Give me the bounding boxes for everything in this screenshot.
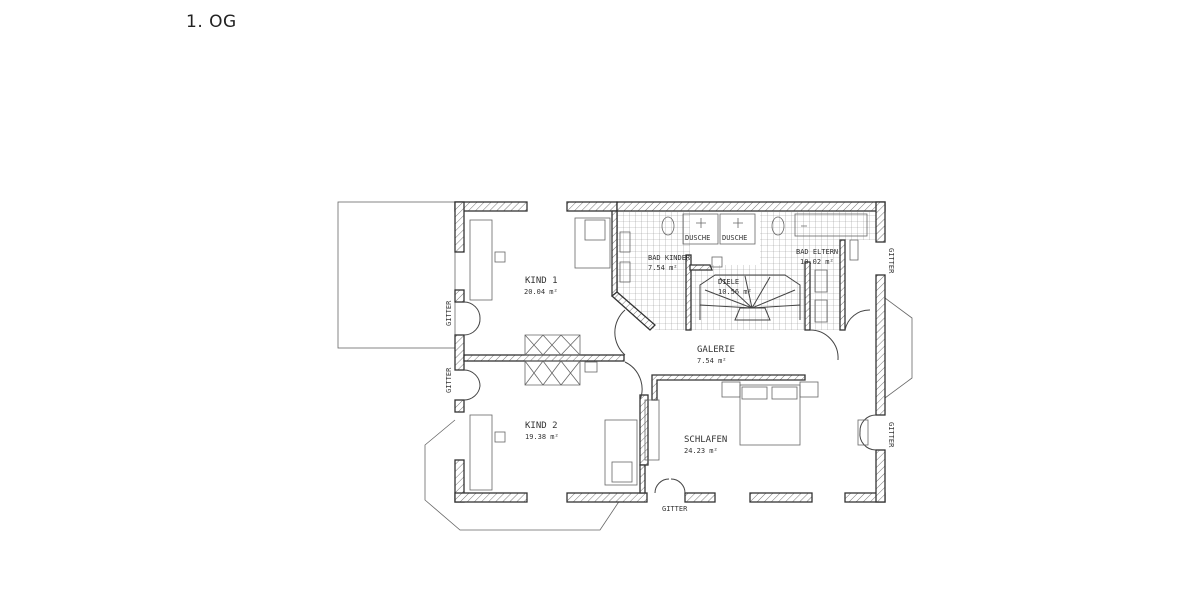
room-diele: DIELE 10.56 m² <box>718 278 752 296</box>
gitter-label: GITTER <box>662 505 688 513</box>
room-area: 24.23 m² <box>684 447 718 455</box>
room-name: BAD KINDER <box>648 254 691 262</box>
tile-floor-bad-kinder <box>617 212 690 330</box>
staircase <box>699 274 801 321</box>
floor-title: 1. OG <box>186 12 237 32</box>
room-kind2: KIND 2 19.38 m² <box>525 421 559 441</box>
room-area: 20.04 m² <box>524 288 558 296</box>
dusche-label: DUSCHE <box>722 234 747 242</box>
room-name: SCHLAFEN <box>684 435 727 445</box>
doors <box>463 301 877 494</box>
room-area: 10.56 m² <box>718 288 752 296</box>
room-bad-kinder: BAD KINDER 7.54 m² <box>648 254 691 272</box>
gitter-label: GITTER <box>445 367 453 393</box>
gitter-label: GITTER <box>445 300 453 326</box>
room-area: 19.38 m² <box>525 433 559 441</box>
room-name: GALERIE <box>697 345 735 355</box>
room-kind1: KIND 1 20.04 m² <box>524 276 558 296</box>
balcony-outline <box>337 201 456 349</box>
inner-walls <box>463 210 846 494</box>
room-schlafen: SCHLAFEN 24.23 m² <box>684 435 727 455</box>
room-bad-eltern: BAD ELTERN 10.02 m² <box>796 248 838 266</box>
room-area: 10.02 m² <box>800 258 834 266</box>
room-name: DIELE <box>718 278 739 286</box>
dusche-label: DUSCHE <box>685 234 710 242</box>
room-area: 7.54 m² <box>648 264 678 272</box>
room-area: 7.54 m² <box>697 357 727 365</box>
room-name: KIND 1 <box>525 276 558 286</box>
gitter-label: GITTER <box>887 248 895 274</box>
room-name: KIND 2 <box>525 421 558 431</box>
tile-floor-bad-eltern <box>760 212 878 330</box>
outer-walls <box>454 201 886 503</box>
gitter-label: GITTER <box>887 422 895 448</box>
room-name: BAD ELTERN <box>796 248 838 256</box>
furniture <box>469 213 869 491</box>
bay-outline-left <box>424 419 621 531</box>
room-galerie: GALERIE 7.54 m² <box>697 345 735 365</box>
bay-outline-right <box>884 297 913 399</box>
